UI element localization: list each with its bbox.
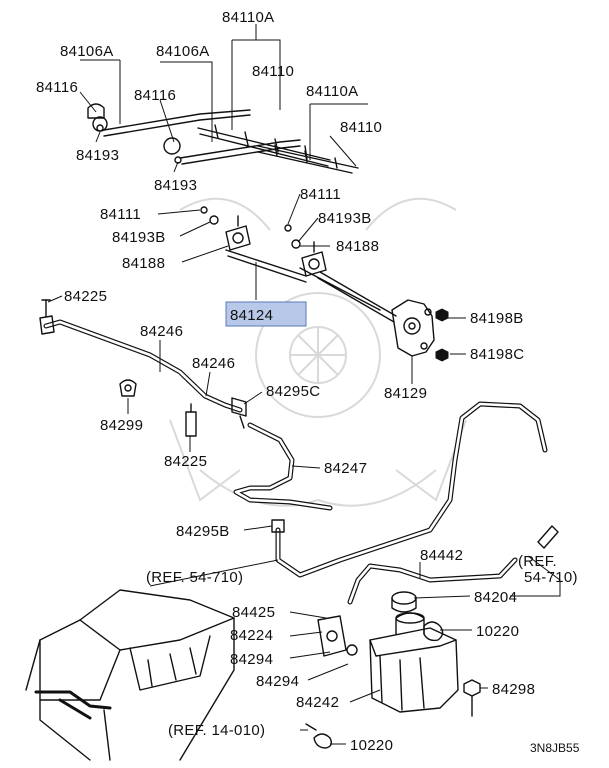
wiper-link-rod xyxy=(225,249,397,323)
washer-cap-84204 xyxy=(391,591,417,613)
label-84246-a: 84246 xyxy=(140,323,183,340)
label-84110-right: 84110 xyxy=(340,119,382,136)
label-84442: 84442 xyxy=(420,547,463,564)
label-84106A-left: 84106A xyxy=(60,43,114,60)
hose-connector-mid xyxy=(185,403,197,437)
nozzle-right xyxy=(537,525,559,549)
label-84198C: 84198C xyxy=(470,346,524,363)
wiper-arm-right xyxy=(163,137,301,165)
label-84111-left: 84111 xyxy=(100,206,141,223)
vehicle-outline xyxy=(25,589,235,761)
label-84246-b: 84246 xyxy=(192,355,235,372)
washer-pump xyxy=(317,615,358,657)
label-ref-54-710-right-b: 54-710) xyxy=(524,569,578,586)
small-hardware xyxy=(200,206,449,362)
hose-joint-84295C xyxy=(231,397,247,429)
hose-clip-84299 xyxy=(119,379,137,397)
label-84193-left: 84193 xyxy=(76,147,119,164)
label-84124: 84124 xyxy=(230,307,273,324)
label-84247: 84247 xyxy=(324,460,367,477)
label-84110A-right: 84110A xyxy=(306,83,358,100)
label-84294-b: 84294 xyxy=(256,673,299,690)
label-84198B: 84198B xyxy=(470,310,524,327)
label-ref-54-710-left: (REF. 54-710) xyxy=(146,569,243,586)
label-84116-mid: 84116 xyxy=(134,87,176,104)
label-84298: 84298 xyxy=(492,681,535,698)
label-84106A-mid: 84106A xyxy=(156,43,210,60)
wiper-pivot-left xyxy=(225,215,251,251)
label-84294-a: 84294 xyxy=(230,651,273,668)
label-84295B: 84295B xyxy=(176,523,230,540)
hose-joint-84295B xyxy=(271,519,285,533)
wiper-nut-left xyxy=(96,124,104,132)
washer-hose xyxy=(43,319,548,605)
wiper-motor-bracket xyxy=(391,299,435,357)
label-10220-bottom: 10220 xyxy=(350,737,393,754)
label-84204: 84204 xyxy=(474,589,517,606)
callout-labels: 84110A 84106A 84106A 84116 84110 84116 8… xyxy=(36,9,580,755)
label-84295C: 84295C xyxy=(266,383,320,400)
label-84193-mid: 84193 xyxy=(154,177,197,194)
label-84224: 84224 xyxy=(230,627,273,644)
bolt-84298 xyxy=(463,679,481,717)
label-84193B-right: 84193B xyxy=(318,210,372,227)
label-84188-left: 84188 xyxy=(122,255,165,272)
grommet-10220-mid xyxy=(423,621,444,642)
label-10220-mid: 10220 xyxy=(476,623,519,640)
label-84299: 84299 xyxy=(100,417,143,434)
label-ref-14-010: (REF. 14-010) xyxy=(168,722,265,739)
watermark-emblem xyxy=(169,197,467,507)
label-84116-left: 84116 xyxy=(36,79,78,96)
label-84110A-top: 84110A xyxy=(222,9,274,26)
label-84110-top: 84110 xyxy=(252,63,294,80)
diagram-code: 3N8JB55 xyxy=(530,741,580,755)
label-ref-54-710-right-a: (REF. xyxy=(518,553,557,570)
highlight-84124 xyxy=(225,301,307,327)
label-84242: 84242 xyxy=(296,694,339,711)
label-84188-right: 84188 xyxy=(336,238,379,255)
wiper-blade-right xyxy=(257,144,359,174)
label-84129: 84129 xyxy=(384,385,427,402)
label-84225-mid: 84225 xyxy=(164,453,207,470)
label-84193B-left: 84193B xyxy=(112,229,166,246)
washer-tank xyxy=(369,612,459,713)
leader-lines xyxy=(47,24,561,745)
hose-bottom xyxy=(305,723,333,749)
label-84111-right: 84111 xyxy=(300,186,341,203)
wiper-cap-left xyxy=(87,103,105,119)
label-84225-top: 84225 xyxy=(64,288,107,305)
wiper-arm-left xyxy=(92,109,251,137)
hose-connector-top xyxy=(39,299,55,335)
label-84425: 84425 xyxy=(232,604,275,621)
